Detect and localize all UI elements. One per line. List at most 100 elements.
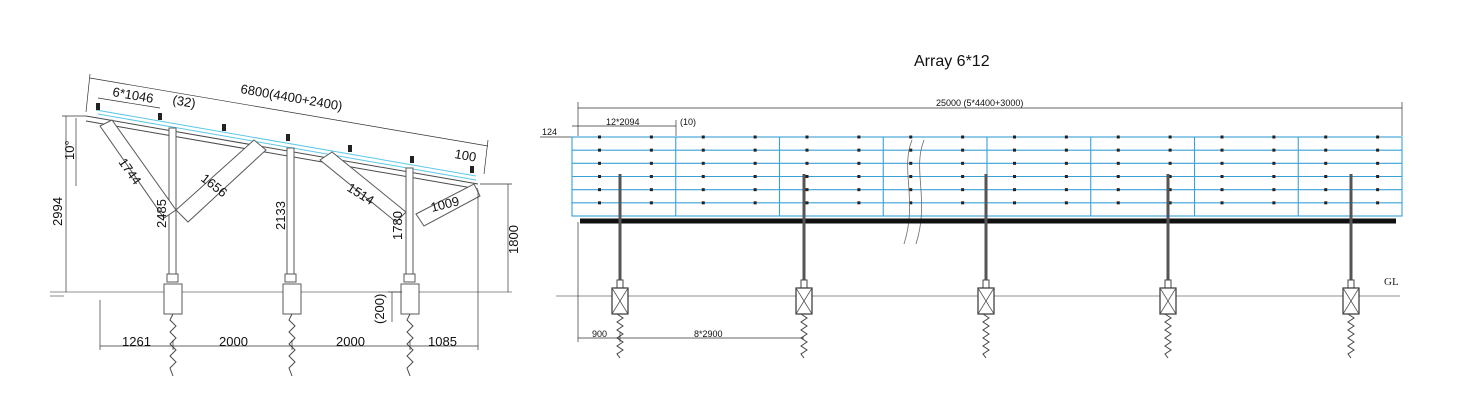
rail-clamp [909, 201, 913, 205]
rail-clamp [961, 188, 965, 192]
rail-clamp [909, 175, 913, 178]
rail-clamp [1013, 161, 1016, 165]
rail-clamp [649, 161, 653, 165]
rail-clamp [1168, 175, 1172, 178]
rail-clamp [1116, 201, 1120, 205]
rail-clamp [1272, 135, 1276, 139]
rail-clamp [909, 188, 913, 192]
label-span-3: 2000 [336, 334, 365, 349]
rail-clamp [909, 161, 913, 165]
post-base-middle [284, 273, 297, 283]
label-total-length: 6800(4400+2400) [239, 81, 343, 113]
screw-head-cross [611, 287, 629, 315]
rail-clamp [1376, 175, 1380, 178]
rail-clamp [1376, 201, 1380, 205]
rail-clamp [1324, 161, 1328, 165]
rail-clamp [909, 135, 913, 139]
label-brace-4: 1009 [429, 193, 461, 215]
rail-clamp [1376, 161, 1380, 165]
post-base-rear [166, 273, 179, 283]
post-base-front [403, 273, 416, 283]
rail-clamp [961, 201, 965, 205]
rail-clamp [857, 201, 861, 205]
rail-clamp [598, 161, 601, 165]
label-span-2: 2000 [219, 334, 248, 349]
brace-middle-right [319, 151, 407, 223]
front-view: Array 6*12 25000 (5*4400+3000) 12*2094 (… [540, 53, 1403, 359]
rail-clamp [805, 201, 809, 205]
rail-clamp [753, 135, 757, 139]
side-view: 6*1046 (32) 6800(4400+2400) 10° 100 1744… [50, 73, 521, 377]
label-post-1: 2485 [154, 199, 169, 228]
rail-clamp [1064, 161, 1068, 165]
rail-clamp [909, 148, 913, 152]
rail-clamp [649, 188, 653, 192]
ground-screw-front [406, 313, 414, 377]
label-embed: (200) [372, 294, 387, 324]
rail-clamp [961, 148, 965, 152]
rail-clamp [701, 175, 705, 178]
brace-middle-left [175, 139, 267, 223]
post-base [982, 279, 990, 289]
dim-panel [97, 97, 161, 109]
rail-clamp [701, 201, 705, 205]
screw-head-rear [163, 283, 183, 315]
rail-clamp [1013, 135, 1016, 139]
post-middle [286, 147, 295, 277]
rail-clamp [805, 161, 809, 165]
rail-clamp [1376, 188, 1380, 192]
label-post-2: 2133 [273, 201, 288, 230]
label-edge: 124 [542, 127, 557, 137]
ground-screw-middle [288, 313, 296, 377]
rail-clamp [1116, 175, 1120, 178]
rail-clamp [1272, 175, 1276, 178]
rail-clamp [1116, 135, 1120, 139]
rail-clamp [857, 161, 861, 165]
rail-clamp [1376, 135, 1380, 139]
label-module-gap: (10) [680, 117, 696, 127]
rail-clamp [857, 148, 861, 152]
ground-screw [1164, 313, 1172, 359]
post-front [405, 167, 414, 277]
rail-clamp [598, 188, 601, 192]
rail-clamp [1324, 148, 1328, 152]
rail-clamp [1220, 175, 1224, 178]
rail-clamp [598, 201, 601, 205]
break-mark-1 [903, 139, 913, 245]
rail-clamp [1168, 148, 1172, 152]
label-gap: (32) [171, 92, 196, 111]
rail-clamp [1064, 135, 1068, 139]
rail-clamp [649, 148, 653, 152]
ground-screw [1347, 313, 1355, 359]
rail-clamp [1116, 188, 1120, 192]
rail-clamp [753, 175, 757, 178]
front-posts [611, 174, 1360, 359]
rail-clamp [701, 135, 705, 139]
module-edge-line [95, 109, 477, 177]
label-offset: 900 [592, 329, 607, 339]
label-span-1: 1261 [122, 334, 151, 349]
rail-clamp [701, 148, 705, 152]
array-title: Array 6*12 [914, 53, 990, 70]
rail-clamp [857, 175, 861, 178]
label-tilt-angle: 10° [62, 140, 77, 160]
rail-clamp [598, 148, 601, 152]
rail-clamp [701, 188, 705, 192]
screw-head-cross [1159, 287, 1177, 315]
post-base [616, 279, 624, 289]
rail-clamp [1220, 188, 1224, 192]
rail-clamp [1168, 135, 1172, 139]
label-ground: GL [1384, 276, 1399, 288]
rail-clamp [961, 135, 965, 139]
rail-clamp [1324, 188, 1328, 192]
rail-clamp [598, 135, 601, 139]
rail-clamp [1013, 188, 1016, 192]
rail-clamp [1013, 175, 1016, 178]
rail-clamp [1013, 148, 1016, 152]
rail-clamp [857, 135, 861, 139]
rail-clamp [1168, 201, 1172, 205]
brace-front [415, 183, 481, 227]
screw-head-front [400, 283, 420, 315]
rail-clamp [805, 175, 809, 178]
